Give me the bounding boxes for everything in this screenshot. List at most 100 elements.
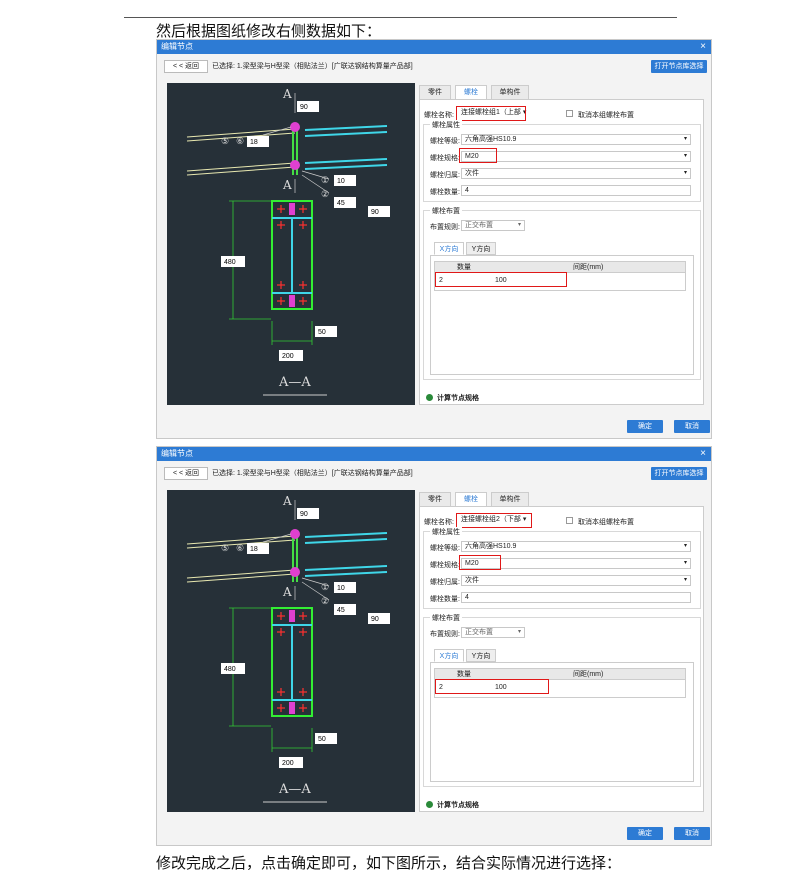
dim-label: 200 — [282, 353, 294, 360]
section-mark-top: A — [282, 494, 292, 508]
edit-node-dialog-2: 编辑节点 × < < 返回 已选择: 1.梁型梁与H型梁（相贴法兰）[广联达钢结… — [156, 446, 712, 846]
selected-node-text: 已选择: 1.梁型梁与H型梁（相贴法兰）[广联达钢结构算量产品部] — [212, 470, 413, 477]
count-label: 螺栓数量: — [430, 596, 460, 603]
tab-single-member[interactable]: 单构件 — [491, 85, 529, 99]
belong-label: 螺栓归属: — [430, 579, 460, 586]
spec-select[interactable]: M20▾ — [461, 151, 691, 162]
calc-node-spec-button[interactable]: 计算节点规格 — [437, 395, 479, 402]
chevron-down-icon: ▾ — [683, 560, 687, 566]
section-mark-mid: A — [282, 178, 292, 192]
spec-select[interactable]: M20▾ — [461, 558, 691, 569]
cancel-button[interactable]: 取消 — [674, 827, 710, 840]
confirm-button[interactable]: 确定 — [627, 420, 663, 433]
open-library-button[interactable]: 打开节点库选择 — [651, 467, 707, 480]
grade-select[interactable]: 六角高强HS10.9▾ — [461, 541, 691, 552]
spacing-cell[interactable]: 100 — [495, 277, 507, 284]
bolt-attributes-group — [423, 124, 701, 202]
dim-label: 90 — [300, 511, 308, 518]
circle-label-1: ① — [321, 176, 329, 186]
belong-select[interactable]: 次件▾ — [461, 575, 691, 586]
dim-label: 90 — [371, 209, 379, 216]
grade-select[interactable]: 六角高强HS10.9▾ — [461, 134, 691, 145]
bolt-name-select[interactable]: 连接螺栓组1（上部 ▾ — [461, 109, 527, 116]
cancel-layout-checkbox[interactable] — [566, 517, 573, 524]
dim-label: 10 — [337, 585, 345, 592]
edit-node-dialog-1: 编辑节点 × < < 返回 已选择: 1.梁型梁与H型梁（相贴法兰）[广联达钢结… — [156, 39, 712, 439]
highlight-box — [456, 106, 526, 121]
cancel-layout-label: 取消本组螺栓布置 — [578, 519, 634, 526]
dialog-title: 编辑节点 — [161, 42, 193, 51]
table-header — [435, 669, 685, 680]
back-button[interactable]: < < 返回 — [164, 60, 208, 73]
dim-label: 18 — [250, 139, 258, 146]
count-cell[interactable]: 2 — [439, 684, 443, 691]
node-drawing-canvas: A A A—A ⑤ ⑥ ① ② 90 18 10 45 90 480 50 20… — [167, 490, 415, 812]
rule-select[interactable]: 正交布置▾ — [461, 627, 525, 638]
node-drawing-canvas: A A A—A ⑤ ⑥ ① ② 90 18 10 45 90 480 50 20… — [167, 83, 415, 405]
node-drawing: A A A—A ⑤ ⑥ ① ② 90 18 10 45 90 480 50 20… — [186, 494, 390, 803]
dim-label: 50 — [318, 329, 326, 336]
rule-label: 布置规则: — [430, 631, 460, 638]
calc-node-spec-button[interactable]: 计算节点规格 — [437, 802, 479, 809]
tab-x-direction[interactable]: X方向 — [434, 649, 464, 662]
column-header-spacing: 间距(mm) — [573, 264, 604, 271]
bolt-attributes-group — [423, 531, 701, 609]
calculator-icon — [426, 394, 433, 401]
bolt-layout-group — [423, 210, 701, 380]
dim-label: 480 — [224, 259, 236, 266]
dim-label: 10 — [337, 178, 345, 185]
count-cell[interactable]: 2 — [439, 277, 443, 284]
tab-parts[interactable]: 零件 — [419, 85, 451, 99]
dim-label: 90 — [300, 104, 308, 111]
top-divider — [124, 17, 677, 18]
belong-label: 螺栓归属: — [430, 172, 460, 179]
cancel-button[interactable]: 取消 — [674, 420, 710, 433]
column-header-spacing: 间距(mm) — [573, 671, 604, 678]
bolt-name-select[interactable]: 连接螺栓组2（下部 ▾ — [461, 516, 527, 523]
selected-node-text: 已选择: 1.梁型梁与H型梁（相贴法兰）[广联达钢结构算量产品部] — [212, 63, 413, 70]
chevron-down-icon: ▾ — [683, 153, 687, 159]
cancel-layout-checkbox[interactable] — [566, 110, 573, 117]
bolt-attributes-title: 螺栓属性 — [430, 120, 462, 130]
circle-label-2: ② — [321, 597, 329, 607]
circle-label-6: ⑥ — [236, 137, 244, 147]
bolt-layout-group — [423, 617, 701, 787]
section-title: A—A — [278, 375, 311, 390]
bolt-layout-title: 螺栓布置 — [430, 613, 462, 623]
tab-bolts[interactable]: 螺栓 — [455, 492, 487, 507]
dialog-title: 编辑节点 — [161, 449, 193, 458]
circle-label-1: ① — [321, 583, 329, 593]
count-input[interactable]: 4 — [461, 185, 691, 196]
cancel-layout-label: 取消本组螺栓布置 — [578, 112, 634, 119]
count-label: 螺栓数量: — [430, 189, 460, 196]
circle-label-5: ⑤ — [221, 137, 229, 147]
tab-bolts[interactable]: 螺栓 — [455, 85, 487, 100]
close-icon[interactable]: × — [700, 448, 706, 459]
confirm-button[interactable]: 确定 — [627, 827, 663, 840]
grade-label: 螺栓等级: — [430, 138, 460, 145]
section-title: A—A — [278, 782, 311, 797]
tab-y-direction[interactable]: Y方向 — [466, 242, 496, 255]
rule-label: 布置规则: — [430, 224, 460, 231]
calculator-icon — [426, 801, 433, 808]
bolt-attributes-title: 螺栓属性 — [430, 527, 462, 537]
close-icon[interactable]: × — [700, 41, 706, 52]
count-input[interactable]: 4 — [461, 592, 691, 603]
bolt-name-label: 螺栓名称: — [424, 112, 454, 119]
outro-paragraph: 修改完成之后，点击确定即可，如下图所示，结合实际情况进行选择： — [156, 854, 622, 872]
dim-label: 90 — [371, 616, 379, 623]
circle-label-6: ⑥ — [236, 544, 244, 554]
chevron-down-icon: ▾ — [517, 222, 521, 228]
spacing-cell[interactable]: 100 — [495, 684, 507, 691]
back-button[interactable]: < < 返回 — [164, 467, 208, 480]
dim-label: 200 — [282, 760, 294, 767]
dim-label: 18 — [250, 546, 258, 553]
tab-x-direction[interactable]: X方向 — [434, 242, 464, 255]
open-library-button[interactable]: 打开节点库选择 — [651, 60, 707, 73]
bolt-settings-panel: 零件 螺栓 单构件 螺栓名称: 连接螺栓组1（上部 ▾ 取消本组螺栓布置 螺栓属… — [419, 83, 704, 405]
tab-y-direction[interactable]: Y方向 — [466, 649, 496, 662]
tab-single-member[interactable]: 单构件 — [491, 492, 529, 506]
belong-select[interactable]: 次件▾ — [461, 168, 691, 179]
rule-select[interactable]: 正交布置▾ — [461, 220, 525, 231]
tab-parts[interactable]: 零件 — [419, 492, 451, 506]
